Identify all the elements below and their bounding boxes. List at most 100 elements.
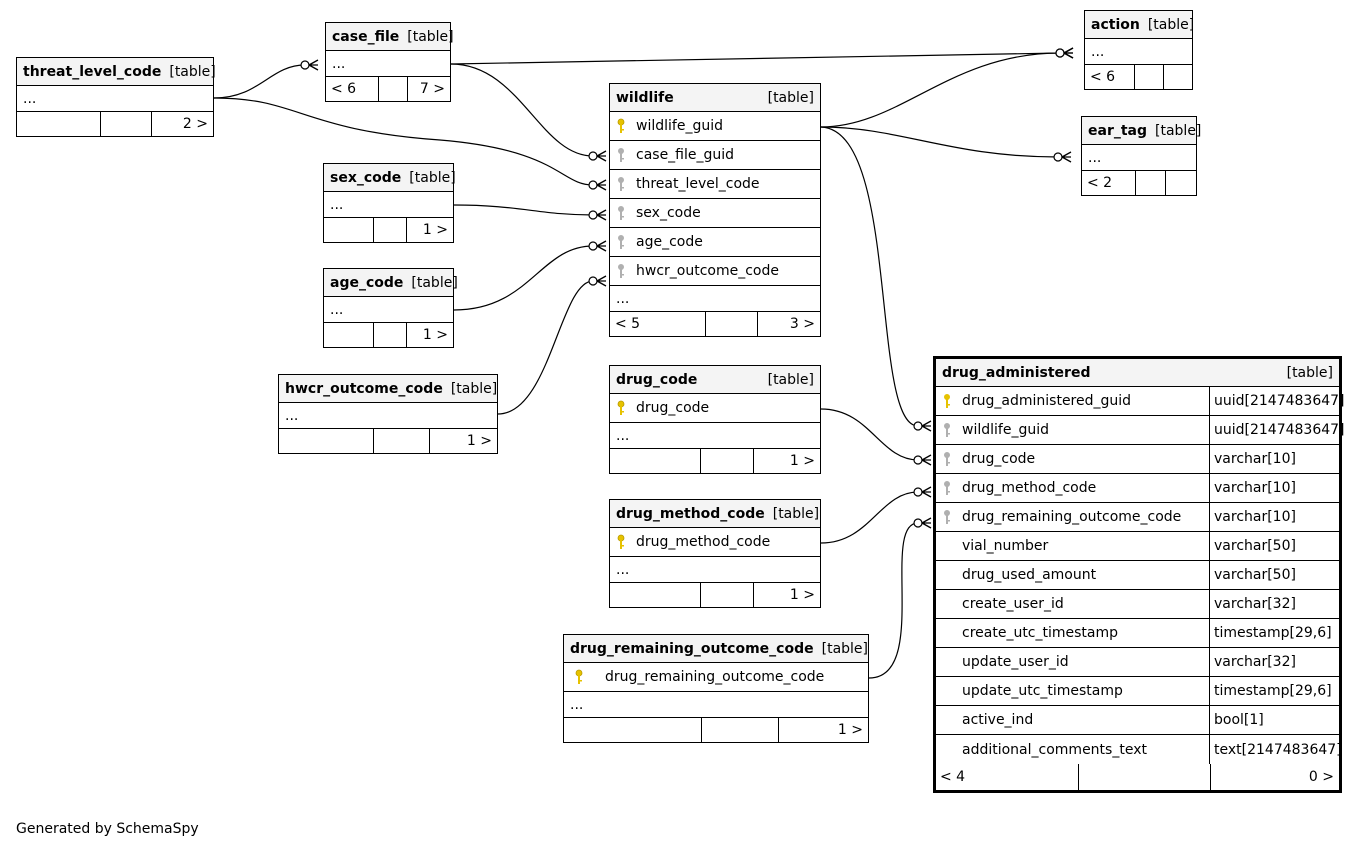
edge-case-file-wildlife [450,63,607,162]
column-row: hwcr_outcome_code [610,257,820,286]
table-drug-administered[interactable]: drug_administered [table] drug_administe… [933,356,1345,793]
column-row: drug_code [610,394,820,423]
table-name: case_file [332,28,400,45]
parents-count: < 6 [1085,65,1135,89]
table-header: wildlife [table] [610,84,820,112]
table-tag: [table] [1286,364,1333,381]
table-footer: 1 > [324,218,453,242]
table-footer: < 2 [1082,171,1196,195]
column-type: varchar[10] [1209,445,1339,473]
table-footer-middle [701,449,754,473]
table-case-file[interactable]: case_file [table] ... < 6 7 > [325,22,454,102]
parents-count: < 6 [326,77,379,101]
table-hwcr-outcome-code[interactable]: hwcr_outcome_code [table] ... 1 > [278,374,498,454]
table-drug-code[interactable]: drug_code [table] drug_code ... 1 > [609,365,821,474]
table-header: drug_remaining_outcome_code [table] [564,635,868,663]
table-tag: [table] [450,380,498,397]
column-row: threat_level_code [610,170,820,199]
foreign-key-icon [610,147,632,163]
more-columns: ... [324,192,453,218]
table-tag: [table] [772,505,820,522]
children-count: 1 > [789,587,815,603]
table-name: action [1091,16,1140,33]
more-columns: < 4 0 > [936,764,1339,790]
column-type: varchar[50] [1209,532,1339,560]
column-type: uuid[2147483647] [1209,416,1345,444]
table-header: threat_level_code [table] [17,58,216,86]
edge-wildlife-drug-administered [820,126,932,432]
table-tag: [table] [407,28,454,45]
table-footer-middle [374,429,430,453]
children-count: 1 > [422,327,448,343]
children-count [1164,65,1192,89]
table-drug-remaining-outcome-code[interactable]: drug_remaining_outcome_code [table] drug… [563,634,869,743]
table-footer: 2 > [17,112,213,136]
column-name: update_utc_timestamp [962,683,1123,699]
foreign-key-icon [610,234,632,250]
column-name: case_file_guid [636,147,735,163]
table-wildlife[interactable]: wildlife [table] wildlife_guid case_file… [609,83,821,337]
table-tag: [table] [169,63,216,80]
children-count: 1 > [466,433,492,449]
edge-age-code-wildlife [453,240,607,311]
table-threat-level-code[interactable]: threat_level_code [table] ... 2 > [16,57,216,137]
children-count: 2 > [182,116,208,132]
column-type: bool[1] [1209,706,1339,734]
table-tag: [table] [409,169,456,186]
column-name: age_code [636,234,703,250]
table-header: ear_tag [table] [1082,117,1201,145]
parents-count [279,429,374,453]
column-type: uuid[2147483647] [1209,387,1345,415]
parents-count [610,583,701,607]
table-footer-middle [374,218,407,242]
table-age-code[interactable]: age_code [table] ... 1 > [323,268,458,348]
more-columns: ... [324,297,453,323]
column-name: create_user_id [962,596,1064,612]
table-footer-middle [379,77,408,101]
parents-count [564,718,702,742]
more-columns: ... [610,557,820,583]
foreign-key-icon [610,263,632,279]
table-tag: [table] [1155,122,1202,139]
column-name: vial_number [962,538,1049,554]
column-name: drug_method_code [962,480,1097,496]
table-ear-tag[interactable]: ear_tag [table] ... < 2 [1081,116,1201,196]
table-tag: [table] [411,274,458,291]
table-footer: 1 > [324,323,453,347]
column-name: hwcr_outcome_code [636,263,779,279]
foreign-key-icon [610,176,632,192]
column-row: wildlife_guid uuid[2147483647] [936,416,1345,445]
column-name: drug_code [636,400,710,416]
table-footer-middle [374,323,407,347]
foreign-key-icon [610,205,632,221]
column-name: update_user_id [962,654,1069,670]
table-footer-middle [1136,171,1166,195]
column-row: wildlife_guid [610,112,820,141]
table-action[interactable]: action [table] ... < 6 [1084,10,1194,90]
table-footer-middle [706,312,758,336]
foreign-key-icon [936,422,958,438]
column-name: drug_used_amount [962,567,1097,583]
parents-count [610,449,701,473]
more-columns: ... [326,51,450,77]
table-footer-middle [1079,764,1211,790]
primary-key-icon [564,669,594,685]
parents-count [17,112,101,136]
table-name: drug_remaining_outcome_code [570,640,814,657]
table-sex-code[interactable]: sex_code [table] ... 1 > [323,163,456,243]
more-columns: ... [17,86,213,112]
edge-drug-remaining-drug-administered [868,517,932,679]
table-drug-method-code[interactable]: drug_method_code [table] drug_method_cod… [609,499,821,608]
primary-key-icon [610,534,632,550]
column-type: varchar[32] [1209,590,1339,618]
column-name: wildlife_guid [962,422,1049,438]
edge-threat-level-case-file [213,59,319,99]
column-row: drug_method_code [610,528,820,557]
edge-case-file-action [450,47,1074,65]
